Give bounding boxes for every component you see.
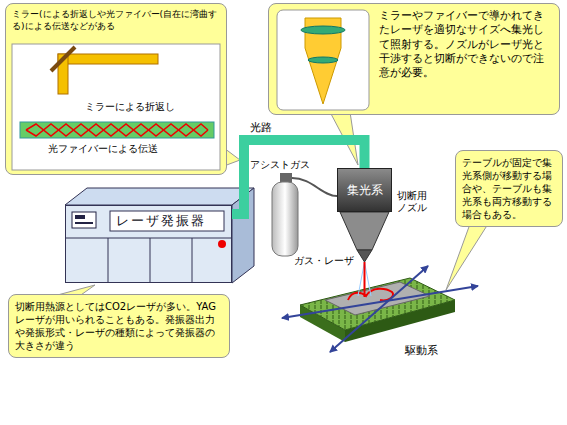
node-text: 切断用熱源としてはCO2レーザが多い。YAGレーザが用いられることもある。発振器…: [15, 300, 223, 352]
node-text: 集光系: [338, 169, 391, 211]
part-label: 駆動系: [405, 344, 438, 357]
focusing-head: 集光系: [337, 168, 392, 212]
part-label: ガス・レーザ: [294, 255, 354, 267]
node-text: テーブルが固定で集光系側が移動する場合や、テーブルも集光系も両方移動する場合もあ…: [462, 156, 556, 221]
edge-label: 光路: [248, 121, 274, 134]
laser-oscillator: レーザ発振器: [65, 205, 232, 283]
part-label: アシストガス: [250, 159, 310, 171]
node-text: ミラー(による折返しや光ファイバー(自在に湾曲する)による伝送などがある: [12, 9, 220, 32]
callout-box: ミラーやファイバーで導かれてきたレーザを適切なサイズへ集光して照射する。ノズルが…: [268, 3, 560, 115]
laser-beam: [358, 262, 371, 297]
motion-arrows: [282, 266, 478, 352]
oscillator-body: [65, 188, 254, 283]
cutting-nozzle: [340, 212, 389, 262]
callout-box: 切断用熱源としてはCO2レーザが多い。YAGレーザが用いられることもある。発振器…: [8, 294, 230, 358]
node-text: ミラーやファイバーで導かれてきたレーザを適切なサイズへ集光して照射する。ノズルが…: [275, 9, 553, 80]
part-label: 切断用ノズル: [397, 190, 429, 214]
gas-cylinder: [272, 173, 337, 256]
callout-box: テーブルが固定で集光系側が移動する場合や、テーブルも集光系も両方移動する場合もあ…: [455, 150, 563, 227]
part-label: ミラーによる折返し: [85, 101, 175, 113]
lens-illustration: [275, 8, 371, 112]
node-text: レーザ発振器: [66, 206, 231, 230]
part-label: 光ファイバーによる伝送: [48, 143, 158, 155]
